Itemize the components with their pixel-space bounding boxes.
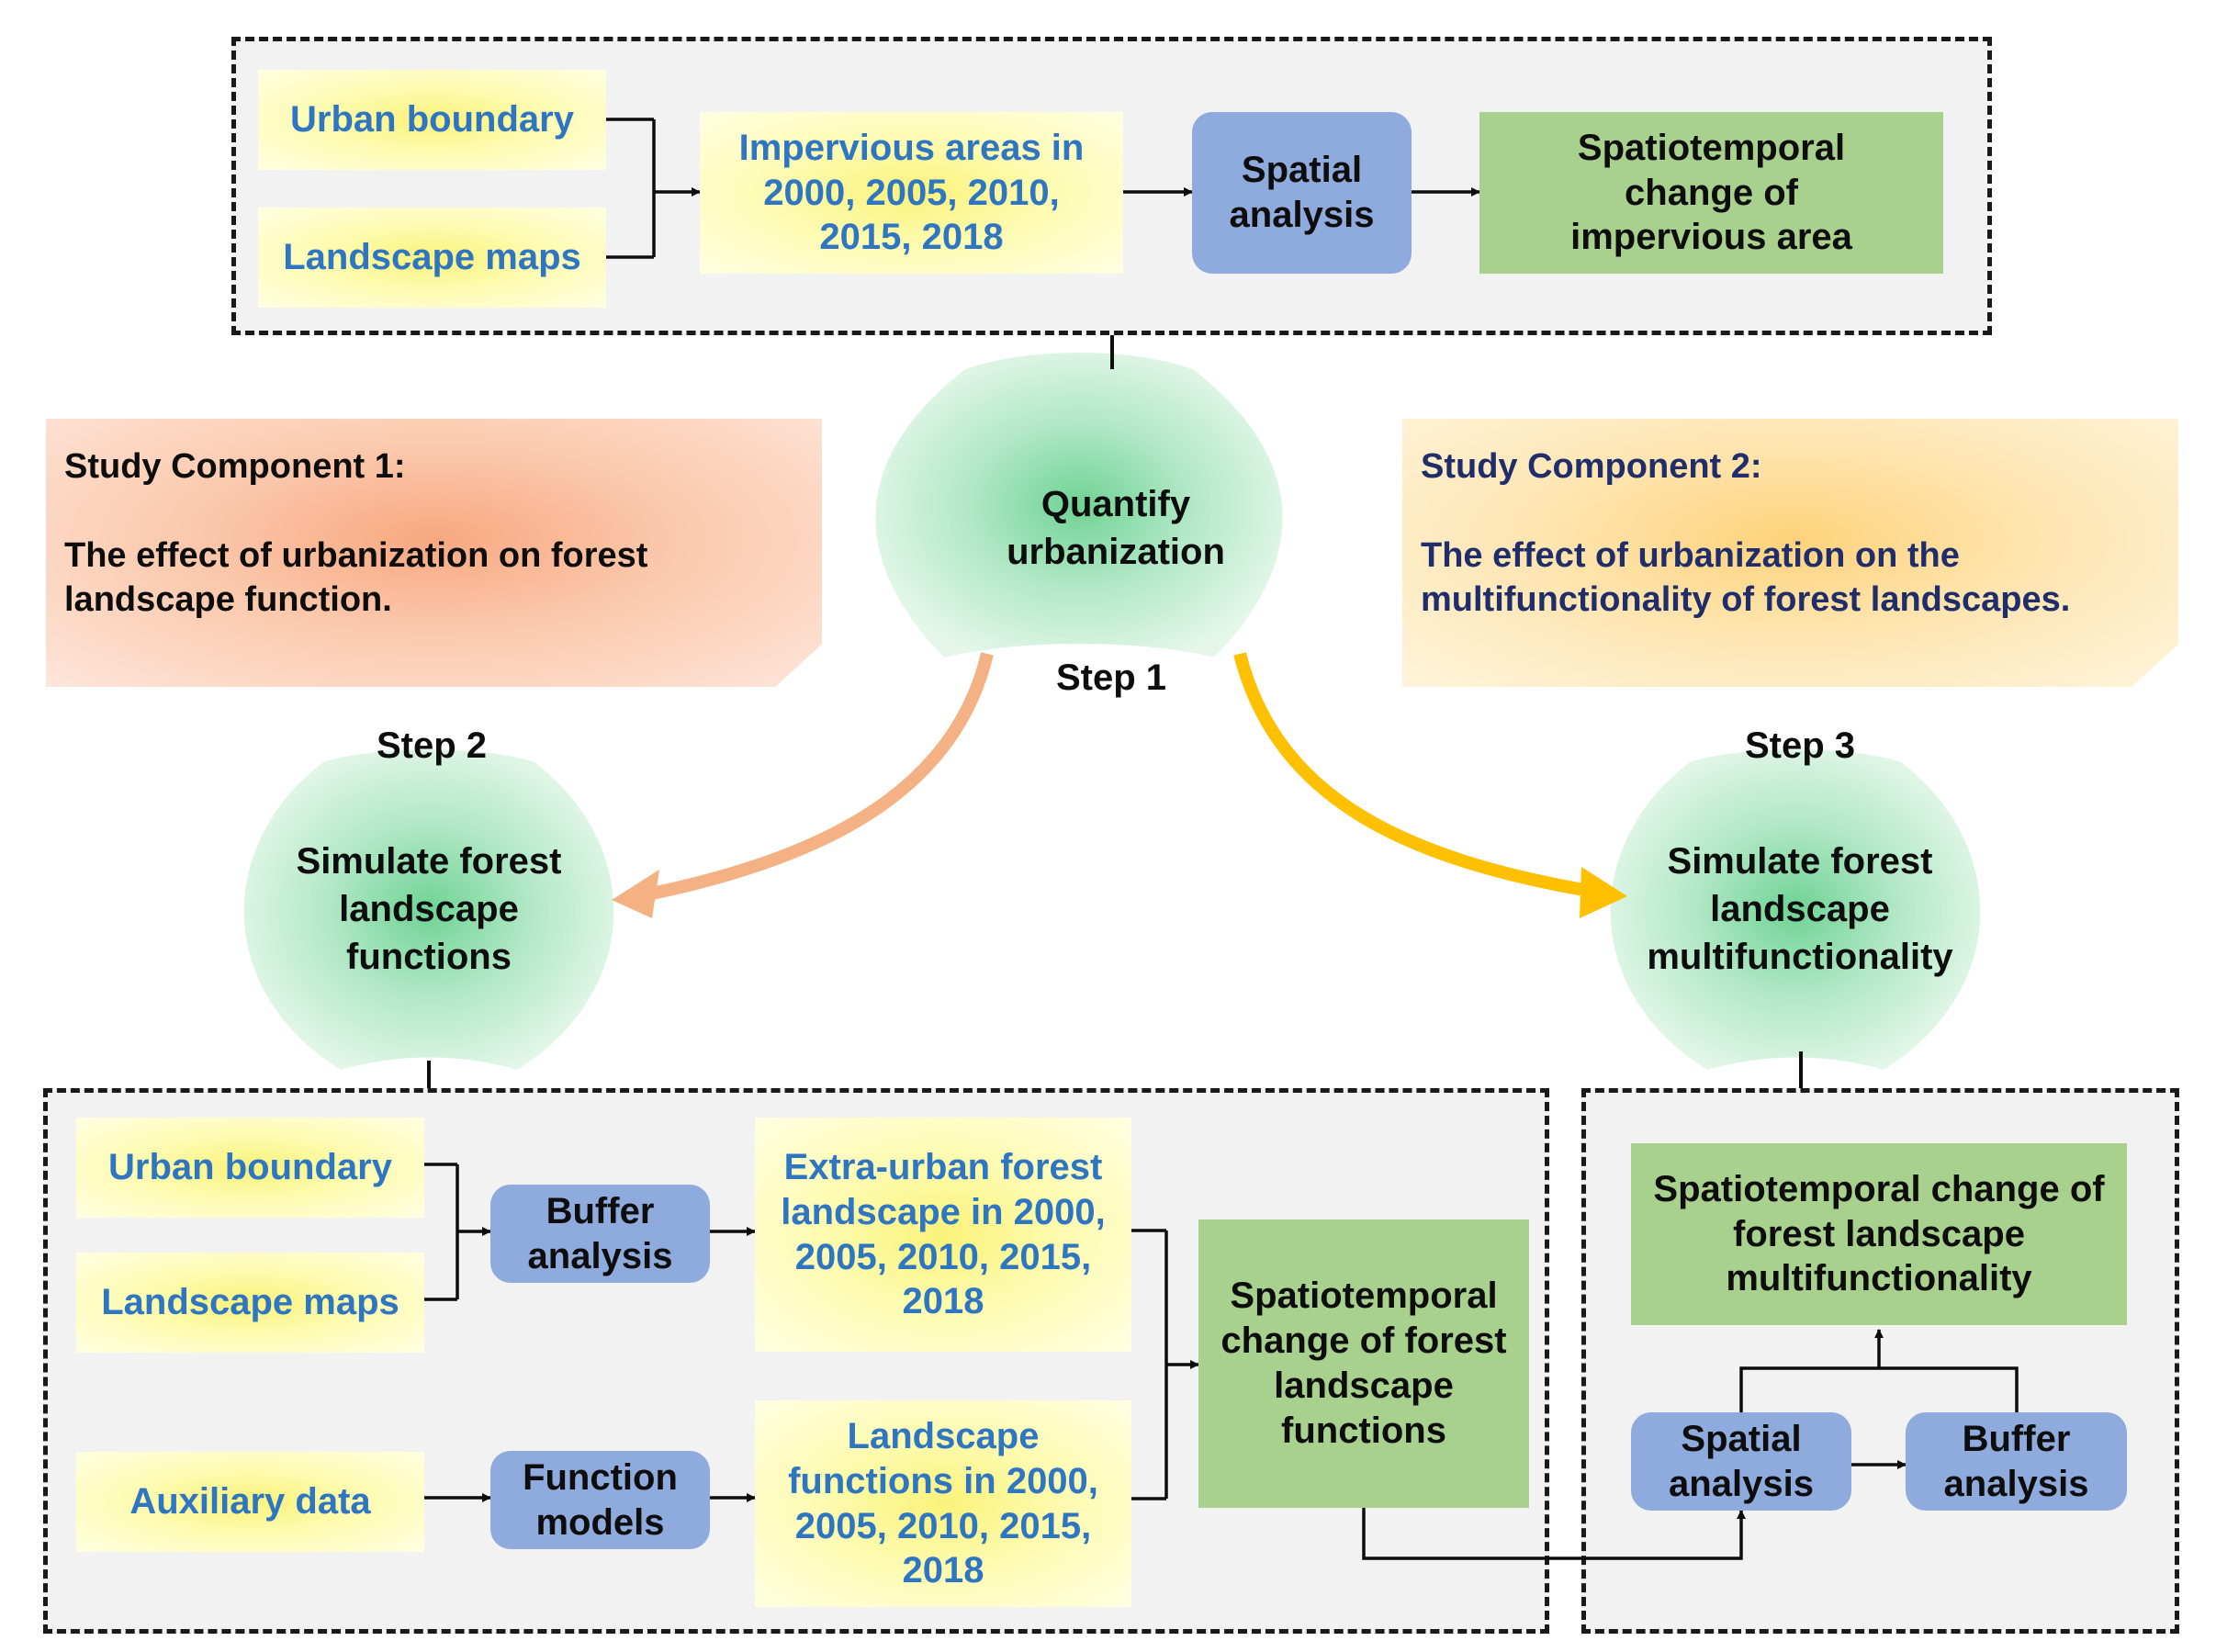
- step3-text: Simulate forest landscape multifunctiona…: [1647, 841, 1953, 977]
- study-component-1-title: Study Component 1:: [64, 447, 406, 486]
- bl-result-functions-change: Spatiotemporal change of forest landscap…: [1198, 1219, 1529, 1508]
- bl-urban-boundary: Urban boundary: [76, 1118, 424, 1218]
- top-spatial-analysis: Spatial analysis: [1192, 112, 1412, 274]
- top-urban-boundary: Urban boundary: [258, 70, 606, 170]
- step1-to-step2-arrow: [641, 652, 994, 902]
- step1-to-step3-arrow: [1233, 652, 1591, 897]
- step2-label: Step 2: [376, 725, 488, 766]
- step1-label: Step 1: [1055, 657, 1167, 698]
- top-impervious-areas: Impervious areas in 2000, 2005, 2010, 20…: [700, 112, 1123, 274]
- step3-label: Step 3: [1744, 725, 1856, 766]
- br-buffer-analysis: Buffer analysis: [1906, 1412, 2127, 1511]
- bl-landscape-maps: Landscape maps: [76, 1253, 424, 1353]
- top-landscape-maps: Landscape maps: [258, 208, 606, 308]
- study-component-2-title: Study Component 2:: [1421, 447, 1762, 486]
- bl-extra-urban-forest: Extra-urban forest landscape in 2000, 20…: [755, 1118, 1131, 1352]
- br-spatial-analysis: Spatial analysis: [1631, 1412, 1851, 1511]
- bl-buffer-analysis: Buffer analysis: [490, 1185, 710, 1283]
- top-result-impervious-change: Spatiotemporal change of impervious area: [1479, 112, 1943, 274]
- step1-blob: [875, 353, 1283, 657]
- study-component-2-note: Study Component 2: The effect of urbaniz…: [1402, 419, 2178, 687]
- step2-text: Simulate forest landscape functions: [296, 841, 562, 977]
- step2-blob: [243, 749, 614, 1070]
- step3-arrowhead: [1580, 867, 1627, 918]
- bl-function-models: Function models: [490, 1451, 710, 1549]
- study-component-1-body: The effect of urbanization on forest lan…: [64, 535, 648, 620]
- br-result-multifunctionality: Spatiotemporal change of forest landscap…: [1631, 1143, 2127, 1325]
- bl-landscape-functions: Landscape functions in 2000, 2005, 2010,…: [755, 1400, 1131, 1607]
- study-component-1-note: Study Component 1: The effect of urbaniz…: [46, 419, 822, 687]
- bl-auxiliary-data: Auxiliary data: [76, 1452, 424, 1552]
- step2-arrowhead: [612, 870, 659, 918]
- step1-text: Quantify urbanization: [1007, 484, 1225, 572]
- step3-blob: [1610, 749, 1981, 1070]
- study-component-2-body: The effect of urbanization on the multif…: [1421, 535, 2071, 620]
